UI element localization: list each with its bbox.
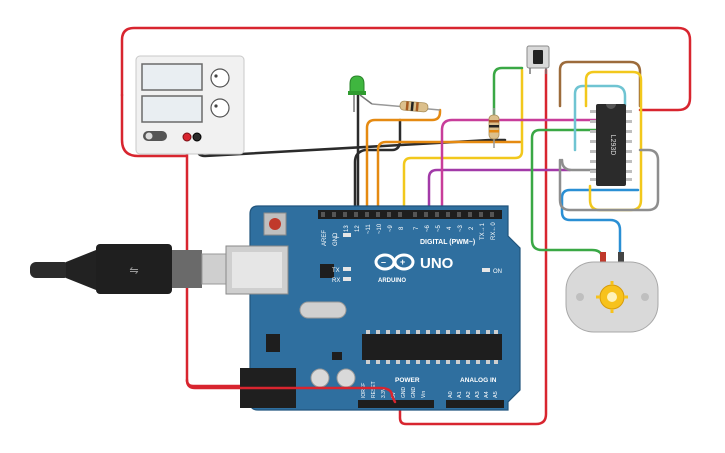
pin-label: 13 bbox=[344, 225, 350, 232]
wire-red-top-loop-2 bbox=[120, 26, 692, 112]
wire-gray-2 bbox=[560, 158, 598, 172]
atmega-chip bbox=[362, 334, 502, 360]
chip-icon[interactable]: L293D bbox=[590, 104, 632, 186]
pin-label: GND bbox=[333, 232, 339, 246]
pin-label: A0 bbox=[448, 391, 454, 398]
wire-brown bbox=[558, 60, 642, 108]
analog-in-label: ANALOG IN bbox=[460, 377, 497, 384]
wire-magenta bbox=[440, 118, 598, 217]
pin-label: ~3 bbox=[458, 224, 464, 232]
uno-label: UNO bbox=[420, 255, 454, 272]
led-rx-label: RX bbox=[332, 278, 340, 284]
pin-label: GND bbox=[411, 387, 417, 399]
knob-current[interactable] bbox=[210, 98, 230, 118]
dc-motor-icon[interactable] bbox=[565, 252, 659, 333]
wire-orange-2 bbox=[376, 140, 522, 217]
pin-label: A4 bbox=[484, 391, 490, 398]
knob-voltage[interactable] bbox=[210, 68, 230, 88]
pin-label: GND bbox=[401, 387, 407, 399]
pin-label: ~5 bbox=[436, 224, 442, 232]
display-voltage bbox=[141, 63, 203, 91]
pushbutton-icon[interactable] bbox=[526, 45, 550, 74]
power-label: POWER bbox=[395, 377, 420, 384]
wire-red-5v bbox=[185, 378, 397, 404]
led-on-label: ON bbox=[493, 269, 502, 275]
arduino-brand-label: ARDUINO bbox=[378, 278, 406, 284]
pin-label: 3.3V bbox=[381, 387, 387, 398]
pin-label: 5V bbox=[391, 391, 397, 398]
pin-label: RX←0 bbox=[491, 222, 497, 240]
pin-label: 8 bbox=[399, 226, 405, 230]
svg-text:–: – bbox=[381, 257, 386, 267]
pin-label: 7 bbox=[414, 226, 420, 230]
pin-label: 12 bbox=[355, 225, 361, 232]
analog-header-strip bbox=[446, 400, 504, 408]
pin-label: AREF bbox=[322, 230, 328, 246]
wire-blue bbox=[560, 188, 640, 260]
wire-purple bbox=[427, 168, 572, 217]
led-l-label: L bbox=[336, 234, 340, 240]
pin-label: ~6 bbox=[425, 224, 431, 232]
wire-cyan bbox=[573, 84, 627, 152]
power-header-strip bbox=[358, 400, 434, 408]
pin-label: TX→1 bbox=[480, 222, 486, 240]
wire-orange bbox=[365, 108, 442, 217]
power-supply-icon[interactable] bbox=[135, 55, 245, 155]
pin-label: ~11 bbox=[366, 224, 372, 234]
pin-label: A2 bbox=[466, 391, 472, 398]
digital-header bbox=[318, 210, 502, 219]
terminal-positive[interactable] bbox=[182, 132, 192, 142]
svg-text:⇋: ⇋ bbox=[129, 265, 138, 277]
arduino-logo bbox=[374, 253, 415, 271]
arduino-board[interactable]: AREF GND 13 12 ~11 ~10 ~9 8 7 ~6 ~5 4 ~3… bbox=[225, 205, 521, 411]
led-icon[interactable] bbox=[348, 75, 373, 112]
pin-label: A1 bbox=[457, 391, 463, 398]
digital-pwm-label: DIGITAL (PWM~) bbox=[420, 239, 475, 246]
led-tx-label: TX bbox=[332, 268, 340, 274]
chip-label: L293D bbox=[609, 135, 616, 156]
wire-gray bbox=[558, 148, 660, 212]
pin-label: A5 bbox=[493, 391, 499, 398]
wire-green-2 bbox=[530, 128, 604, 260]
pin-label: ~10 bbox=[377, 223, 383, 234]
usb-plug-icon[interactable]: ⇋ bbox=[30, 244, 227, 294]
resistor-pulldown-icon[interactable] bbox=[488, 108, 500, 148]
pin-label: 2 bbox=[469, 226, 475, 230]
power-pin-labels: IOREF RESET 3.3V 5V GND GND Vin bbox=[361, 381, 427, 398]
wire-red-top-loop bbox=[120, 93, 188, 158]
pin-label: IOREF bbox=[361, 383, 367, 398]
wire-green bbox=[492, 66, 524, 122]
terminal-negative[interactable] bbox=[192, 132, 202, 142]
wire-yellow bbox=[402, 68, 524, 217]
pin-label: RESET bbox=[371, 381, 377, 398]
analog-pin-labels: A0 A1 A2 A3 A4 A5 bbox=[448, 391, 499, 398]
display-current bbox=[141, 95, 203, 123]
resistor-icon[interactable] bbox=[371, 100, 441, 113]
pin-label: Vin bbox=[421, 391, 427, 398]
pin-label: ~9 bbox=[388, 224, 394, 232]
wires-front bbox=[185, 378, 397, 404]
pin-label: 4 bbox=[447, 226, 453, 230]
pin-label: A3 bbox=[475, 391, 481, 398]
digital-pin-labels: AREF GND 13 12 ~11 ~10 ~9 8 7 ~6 ~5 4 ~3… bbox=[322, 222, 497, 246]
svg-text:+: + bbox=[400, 257, 405, 267]
